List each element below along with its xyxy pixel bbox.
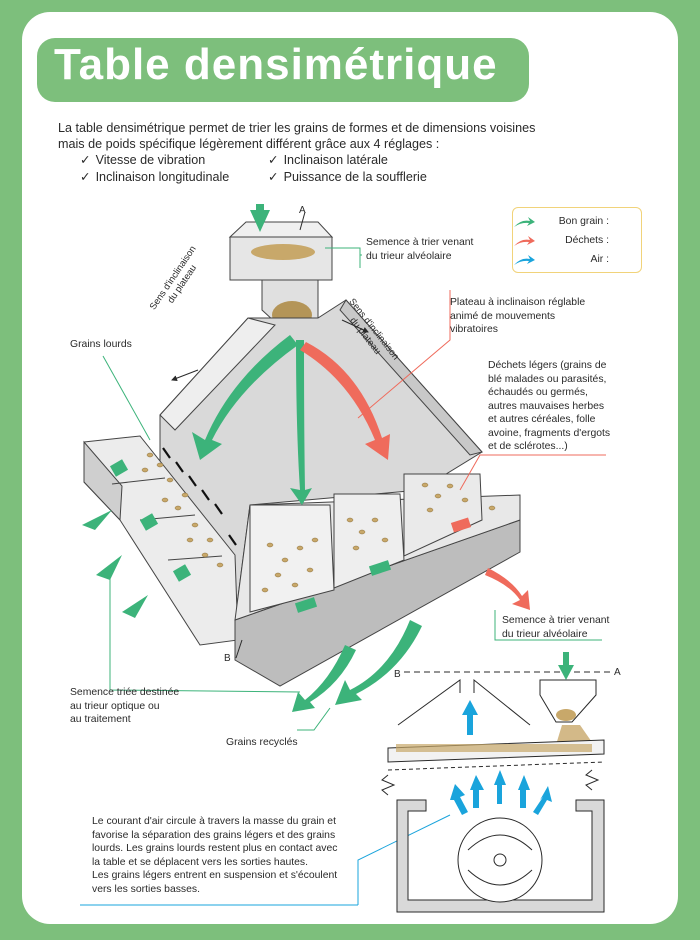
legend-label-air: Air : (590, 254, 609, 265)
feed-hopper (228, 221, 334, 331)
waste-flow-arrow (300, 342, 390, 460)
check-icon: ✓ (268, 153, 279, 167)
legend: Bon grain : Déchets : Air : (512, 207, 642, 273)
legend-label-good: Bon grain : (558, 216, 609, 227)
check-icon: ✓ (80, 153, 91, 167)
callout-leaders (80, 247, 606, 906)
air-arrow-icon (514, 255, 535, 265)
good-grain-arrow-icon (514, 217, 535, 227)
setting-item: ✓Puissance de la soufflerie (268, 170, 427, 184)
feed-arrow (250, 210, 270, 232)
point-a-label: A (299, 205, 306, 216)
section-a-label: A (614, 667, 621, 678)
grains-lourds-label: Grains lourds (70, 339, 132, 350)
air-flow-arrows (450, 700, 552, 815)
intro-text: La table densimétrique permet de trier l… (58, 120, 548, 152)
separator-marks (162, 447, 237, 546)
section-b-label: B (394, 669, 401, 680)
page-title: Table densimétrique (54, 40, 498, 89)
air-current-explanation: Le courant d'air circule à travers la ma… (92, 816, 338, 895)
grains-recycles-label: Grains recyclés (226, 737, 298, 748)
waste-arrow-icon (514, 236, 535, 246)
intro-line-2: mais de poids spécifique légèrement diff… (58, 137, 440, 151)
grain-dots (141, 452, 496, 593)
title-banner (37, 38, 529, 102)
good-grain-flow-arrow (290, 340, 312, 505)
recycled-grain-arrow (335, 620, 422, 705)
check-icon: ✓ (268, 170, 279, 184)
legend-label-waste: Déchets : (565, 235, 609, 246)
setting-item: ✓Vitesse de vibration (80, 153, 206, 167)
decorative-strip (590, 926, 680, 940)
flow-arrows (82, 204, 530, 712)
left-outlets (83, 435, 239, 646)
point-b-label: B (224, 653, 231, 664)
setting-item: ✓Inclinaison longitudinale (80, 170, 230, 184)
cross-section (381, 652, 612, 913)
good-grain-flow-arrow (192, 335, 298, 460)
waste-out-arrow (485, 568, 530, 610)
check-icon: ✓ (80, 170, 91, 184)
intro-line-1: La table densimétrique permet de trier l… (58, 121, 536, 135)
recycled-grain-arrow (292, 645, 356, 712)
front-trough (234, 473, 521, 687)
setting-item: ✓Inclinaison latérale (268, 153, 388, 167)
